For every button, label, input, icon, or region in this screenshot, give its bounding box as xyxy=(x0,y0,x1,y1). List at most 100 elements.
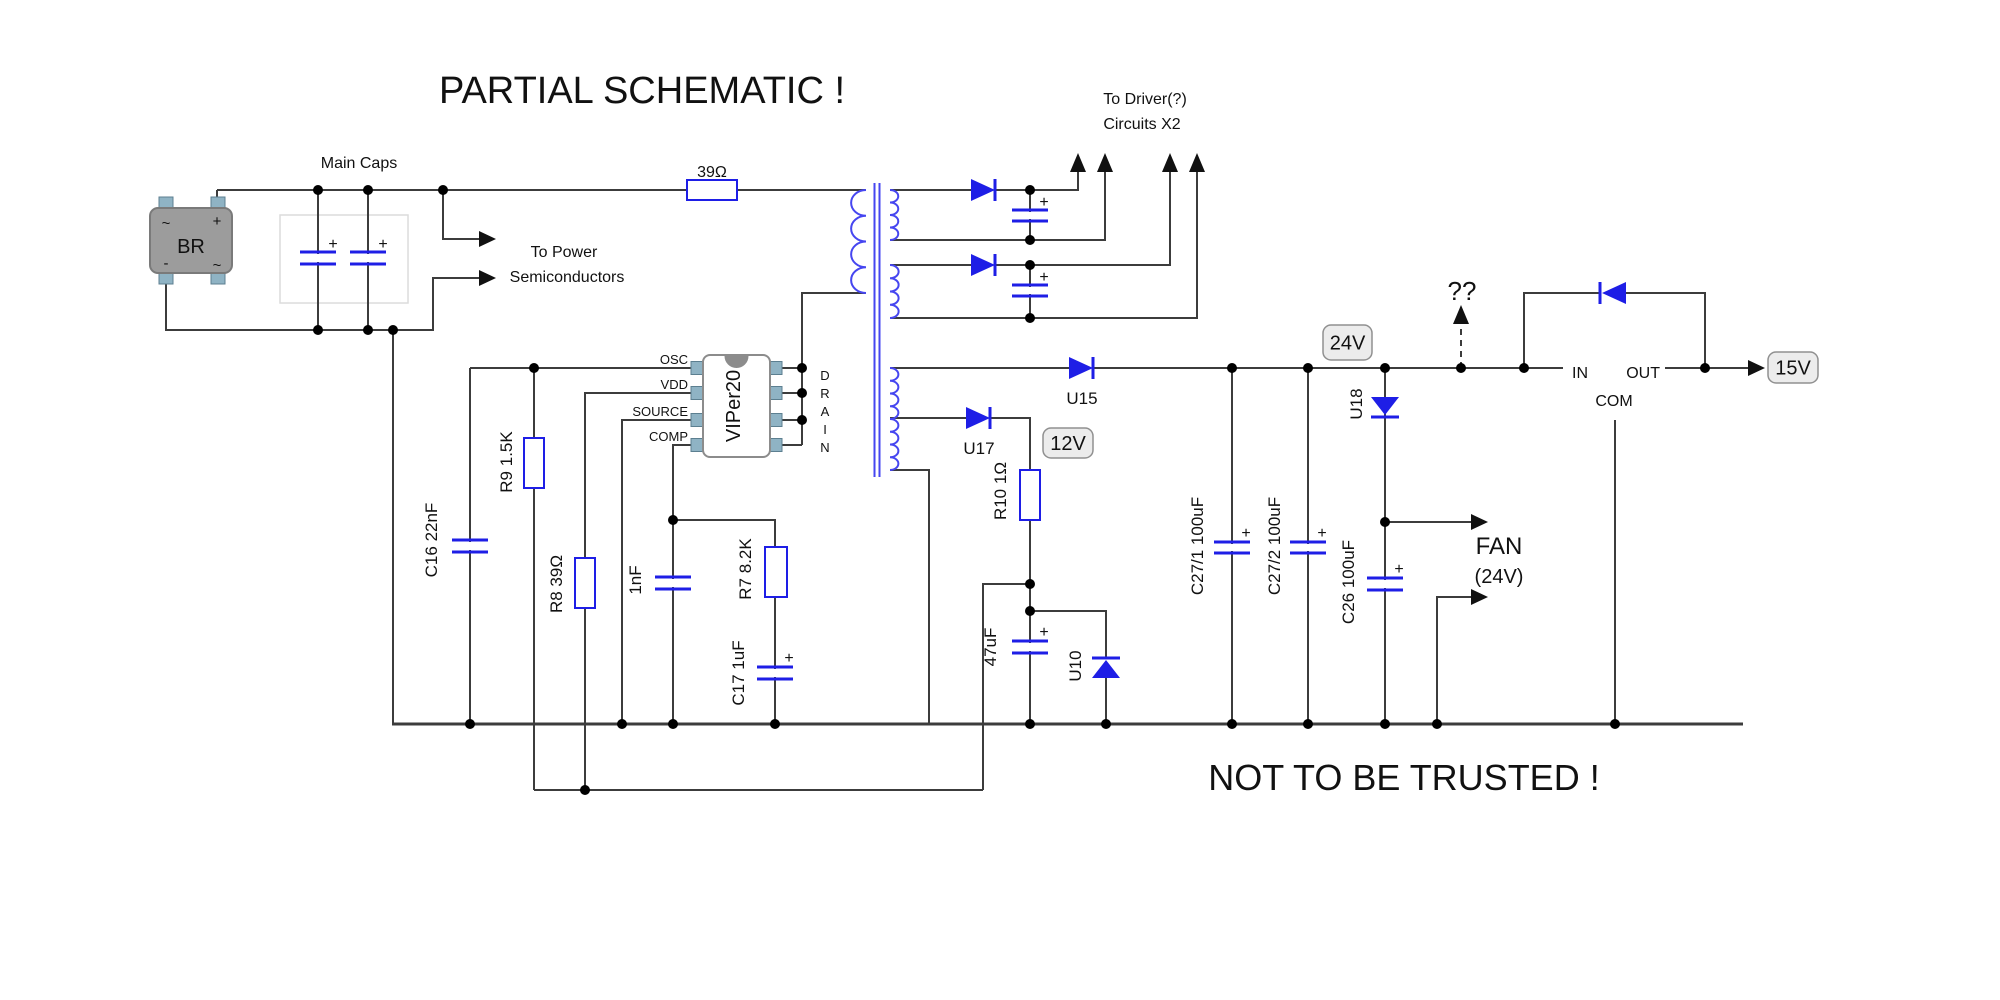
wire xyxy=(1030,610,1107,658)
wire xyxy=(890,469,930,724)
node-dot xyxy=(1101,719,1111,729)
node-dot xyxy=(1025,185,1035,195)
cap-driver-2-polarity: + xyxy=(1039,269,1048,286)
br-plus: + xyxy=(213,213,222,230)
reg-in: IN xyxy=(1572,365,1588,382)
wire xyxy=(1436,596,1472,724)
drain-pin-label: I xyxy=(823,422,827,437)
reg-com: COM xyxy=(1595,393,1632,410)
cap-c26-polarity: + xyxy=(1394,561,1403,578)
node-dot xyxy=(580,785,590,795)
wire xyxy=(982,583,1030,790)
node-dot xyxy=(770,719,780,729)
fan-volt: (24V) xyxy=(1475,566,1524,588)
arrow-fan-2 xyxy=(1471,589,1488,605)
title: PARTIAL SCHEMATIC ! xyxy=(439,70,845,112)
cap-driver-1-gap xyxy=(1026,212,1034,219)
ic-pin xyxy=(690,386,704,400)
ic-pin xyxy=(769,438,783,452)
net-24v-label: 24V xyxy=(1330,333,1366,355)
cap-driver-2-gap xyxy=(1026,287,1034,294)
wire xyxy=(672,444,693,724)
u15-ref: U15 xyxy=(1066,389,1097,408)
bridge-rectifier-body xyxy=(149,207,233,274)
node-dot xyxy=(617,719,627,729)
cap-main-2-polarity: + xyxy=(378,236,387,253)
node-dot xyxy=(1456,363,1466,373)
br-minus: - xyxy=(164,255,169,272)
wire xyxy=(890,172,1106,241)
resistor-r9 xyxy=(523,437,545,489)
u10-ref: U10 xyxy=(1066,650,1085,681)
resistor-r10 xyxy=(1019,469,1041,521)
wire xyxy=(621,419,693,724)
cap-main-2-gap xyxy=(364,254,372,262)
node-dot xyxy=(797,388,807,398)
net-12v-label: 12V xyxy=(1050,433,1086,455)
ic-notch xyxy=(724,356,749,368)
c272-value: C27/2 100uF xyxy=(1265,497,1284,595)
diode-u17 xyxy=(966,407,990,429)
cap-c27-2-gap xyxy=(1304,544,1312,551)
node-dot xyxy=(1025,606,1035,616)
br-ac2: ~ xyxy=(213,257,222,274)
node-dot xyxy=(1025,719,1035,729)
to-power-2: Semiconductors xyxy=(510,269,625,286)
wire xyxy=(1523,292,1601,368)
c47-value: 47uF xyxy=(981,628,1000,667)
main-caps-label: Main Caps xyxy=(321,155,397,172)
r7-value: R7 8.2K xyxy=(736,538,755,600)
ic-pin xyxy=(769,361,783,375)
cap-c27-1-polarity: + xyxy=(1241,525,1250,542)
u17-ref: U17 xyxy=(963,439,994,458)
c-1nf-value: 1nF xyxy=(626,565,645,594)
node-dot xyxy=(668,719,678,729)
arrow-driver-3 xyxy=(1162,153,1178,172)
pin-source: SOURCE xyxy=(632,404,688,419)
to-driver-2: Circuits X2 xyxy=(1103,116,1180,133)
r8-value: R8 39Ω xyxy=(547,555,566,613)
node-dot xyxy=(1303,363,1313,373)
coil-sec2 xyxy=(889,264,900,319)
main-caps-group-box xyxy=(279,214,409,304)
reg-out: OUT xyxy=(1626,365,1660,382)
resistor-r8 xyxy=(574,557,596,609)
c271-value: C27/1 100uF xyxy=(1188,497,1207,595)
node-dot xyxy=(1432,719,1442,729)
br-ac1: ~ xyxy=(162,215,171,232)
pin-vdd: VDD xyxy=(661,377,688,392)
arrow-driver-4 xyxy=(1189,153,1205,172)
diode-sec2 xyxy=(971,254,995,276)
ic-pin xyxy=(690,413,704,427)
ic-pin xyxy=(690,361,704,375)
node-dot xyxy=(313,185,323,195)
node-dot xyxy=(1519,363,1529,373)
node-dot xyxy=(363,325,373,335)
c17-value: C17 1uF xyxy=(729,640,748,705)
wire xyxy=(673,519,776,547)
cap-driver-1-polarity: + xyxy=(1039,194,1048,211)
cap-47uf-gap xyxy=(1026,643,1034,651)
node-dot xyxy=(438,185,448,195)
node-dot xyxy=(1025,260,1035,270)
cap-c17-gap xyxy=(771,669,779,677)
node-dot xyxy=(1227,363,1237,373)
node-dot xyxy=(1700,363,1710,373)
arrow-driver-1 xyxy=(1070,153,1086,172)
warning: NOT TO BE TRUSTED ! xyxy=(1208,757,1599,798)
drain-pin-label: A xyxy=(821,404,830,419)
wire xyxy=(1624,292,1706,368)
drain-pin-label: R xyxy=(820,386,829,401)
arrow-power-2 xyxy=(479,270,496,286)
cap-c27-1-gap xyxy=(1228,544,1236,551)
br-name: BR xyxy=(177,236,205,258)
c26-value: C26 100uF xyxy=(1339,540,1358,624)
r39-value: 39Ω xyxy=(697,164,727,181)
node-dot xyxy=(313,325,323,335)
node-dot xyxy=(465,719,475,729)
diode-u15 xyxy=(1069,357,1093,379)
net-24v-box xyxy=(1322,324,1373,361)
node-dot xyxy=(797,415,807,425)
ic-pin xyxy=(769,413,783,427)
pin-osc: OSC xyxy=(660,352,688,367)
